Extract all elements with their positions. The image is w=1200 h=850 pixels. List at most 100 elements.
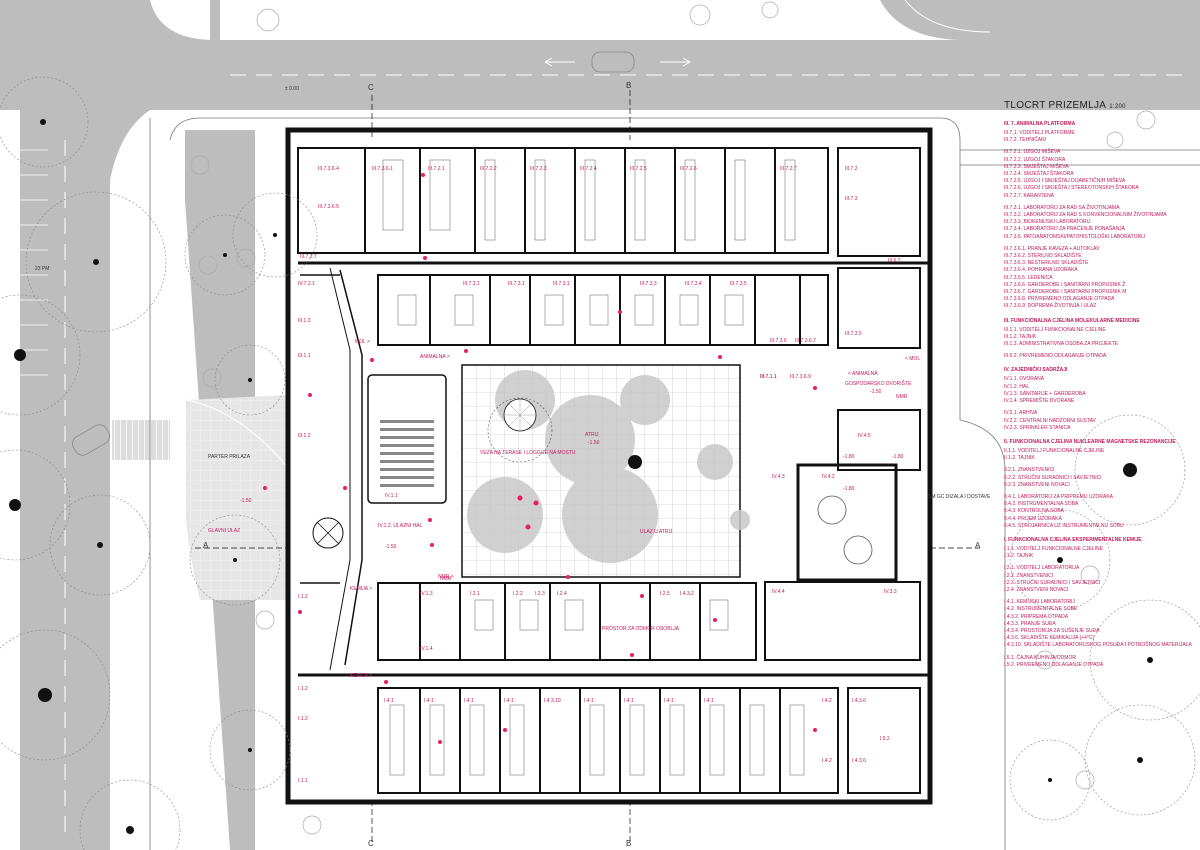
room-label: III.6.2	[888, 258, 901, 264]
legend-item: I.2.2. ZNANSTVENICI	[1004, 572, 1054, 579]
level-label: ± 0.00	[285, 86, 299, 92]
auditorium-seats	[380, 420, 434, 487]
room-label: III.7.2.4	[580, 166, 597, 172]
shrubs	[190, 1, 1156, 835]
room-label: IV.4.5	[858, 433, 871, 439]
legend-item: I.2.3. STRUČNI SURADNICI I SAVJETNICI	[1004, 579, 1101, 586]
legend-item: I.1.1. VODITELJ FUNKCIONALNE CJELINE	[1004, 545, 1103, 552]
section-a-left: A	[203, 541, 209, 550]
legend-item: III.7.2.4. SMJEŠTAJ ŠTAKORA	[1004, 171, 1074, 178]
room-label: III.7.1.1	[760, 374, 777, 380]
legend-item: I.2.1. VODITELJ LABORATORIJA	[1004, 565, 1080, 572]
room-label: III.7.3.5	[730, 281, 747, 287]
room-label: I.2.2	[513, 591, 523, 597]
site-outline	[149, 117, 1200, 850]
room-label: I.4.2	[822, 758, 832, 764]
room-label: III.7.3.6.7	[795, 338, 816, 344]
entry-plaza-paving	[186, 395, 290, 600]
room-label: I.4.1	[424, 698, 434, 704]
room-label: III.7.3.3	[640, 281, 657, 287]
circ-nmr: NMR >	[438, 574, 454, 580]
section-c-top: C	[368, 83, 374, 92]
legend-item: III.7.3.6.7. GARDEROBE / SANITARNI PROPU…	[1004, 289, 1127, 296]
legend-item: III.1.1. VODITELJ FUNKCIONALNE CJELINE	[1004, 326, 1106, 333]
room-label: III.7.3.1	[463, 281, 480, 287]
parking-count: 23 PM	[35, 266, 49, 272]
legend-item: IV.2.2. CENTRALNI NADZORNI SUSTAV	[1004, 417, 1096, 424]
courtyard-level: -1.50	[870, 389, 882, 395]
nmr-magnets	[817, 495, 873, 565]
room-label: I.1.2	[298, 594, 308, 600]
legend-item: III.7.3.3. BIOKEMIJSKI LABORATORIJ	[1004, 219, 1091, 226]
legend-item: III.7.2.1. UZGOJ MIŠEVA	[1004, 149, 1061, 156]
legend-item: III.7.3.6.9. DOPREMA ŽIVOTINJA / ULAZ	[1004, 303, 1097, 310]
main-entry-label: GLAVNI ULAZ	[208, 528, 240, 534]
room-label: III.7.3	[845, 196, 858, 202]
tree-trunks	[9, 119, 1153, 834]
legend-item: III.7.2. TEHNIČARI	[1004, 137, 1047, 144]
room-label: III.7.3.4	[685, 281, 702, 287]
room-label: III.7.3.6	[770, 338, 787, 344]
legend-item: III.7.2.2. UZGOJ ŠTAKORA	[1004, 156, 1066, 163]
legend-item: III.7.2.5. UZGOJ I SMJEŠTAJ DIJABETIČNIH…	[1004, 178, 1126, 185]
legend-item: III.7.3.6.2. STERILNO SKLADIŠTE	[1004, 253, 1082, 260]
room-label: III.7.2.3	[530, 166, 547, 172]
room-label: III.7.3.6.5	[318, 204, 339, 210]
room-label: III.7.3.6.4	[318, 166, 339, 172]
circ-kemija: KEMIJA >	[350, 586, 372, 592]
legend-item: III.7.3.6.3. NESTERILNO SKLADIŠTE	[1004, 260, 1089, 267]
legend-item: IV.1.3. SANITARIJE + GARDEROBA	[1004, 390, 1086, 397]
room-label: I.2.3	[535, 591, 545, 597]
legend-item: III.1.3. ADMINISTRATIVNA OSOBA ZA PROJEK…	[1004, 341, 1119, 348]
room-label: IV.1.4	[420, 646, 433, 652]
legend-item: I.5.1. ČAJNA KUHINJA/ODMOR	[1004, 654, 1076, 661]
legend-item: II.1.2. TAJNIK	[1004, 455, 1035, 462]
room-label: I.2.1	[470, 591, 480, 597]
nmr-top: NMR	[896, 394, 908, 400]
atrium-level: -1.50	[588, 440, 600, 446]
atrium-entry-label: ULAZ U ATRIJ	[640, 529, 673, 535]
legend-item: III.7.3.6.6. GARDEROBE / SANITARNI PROPU…	[1004, 281, 1126, 288]
legend-item: III.7.3.2. LABORATORIJ ZA RAD S KONVENCI…	[1004, 212, 1167, 219]
room-label: IV.7.2.1	[298, 281, 315, 287]
lab-benches	[382, 159, 805, 776]
room-label: IV.3.3	[884, 589, 897, 595]
legend-item: II.2.3. ZNANSTVENI NOVACI	[1004, 481, 1070, 488]
room-label: I.5.2	[880, 736, 890, 742]
legend-item: I.4.1. KEMIJSKI LABORATORIJ	[1004, 599, 1075, 606]
legend-item: I.4.3.2. PRIPREMA OTPADA	[1004, 613, 1069, 620]
room-label: III.1.2	[298, 433, 311, 439]
legend-item: IV.1.4. SPREMIŠTE DVORANE	[1004, 398, 1075, 405]
legend-item: I.4.3.6. SKLADIŠTE KEMIKALIJA (+4°C)	[1004, 635, 1095, 642]
legend-item: III.7.3.5. PATOANATOMSKI/PATOHISTOLOŠKI …	[1004, 233, 1145, 240]
level-b: -1.80	[892, 454, 904, 460]
room-label: IV.4.2	[822, 474, 835, 480]
legend-item: III.7.2.6. UZGOJ I SMJEŠTAJ STEREOTONSKI…	[1004, 185, 1139, 192]
room-label: III.7.2.6	[680, 166, 697, 172]
room-labels: III.7.2.1 III.7.2.2 III.7.2.3 III.7.2.4 …	[298, 166, 901, 784]
room-label: III.7.2.7	[780, 166, 797, 172]
legend-group-heading: I. FUNKCIONALNA CJELINA EKSPERIMENTALNE …	[1004, 536, 1142, 543]
legend-item: III.7.1. VODITELJ PLATFORME	[1004, 130, 1075, 136]
tree-canopies	[0, 76, 1200, 850]
legend-item: III.6.2. PRIVREMENO ODLAGANJE OTPADA	[1004, 353, 1107, 360]
room-label: I.4.3.6	[852, 758, 866, 764]
room-label: III.7.3.5	[845, 331, 862, 337]
room-label: I.4.1	[584, 698, 594, 704]
room-label: I.1.1	[298, 778, 308, 784]
room-label: III.7.2	[845, 166, 858, 172]
room-label: I.4.3.10	[544, 698, 561, 704]
legend-item: III.1.2. TAJNIK	[1004, 333, 1037, 340]
room-label: III.7.3.1	[508, 281, 525, 287]
legend-group-heading: IV. ZAJEDNIČKI SADRŽAJI	[1004, 367, 1068, 374]
room-label: I.4.2	[822, 698, 832, 704]
room-label: III.7.2.5	[630, 166, 647, 172]
room-label: IV.1.3	[420, 591, 433, 597]
lobby-label: IV.1.2. ULAZNI HAL	[378, 523, 422, 529]
plaza-level: -1.50	[240, 498, 252, 504]
legend-item: III.7.2.3. SMJEŠTAJ MIŠEVA	[1004, 163, 1069, 170]
section-c-bottom: C	[368, 839, 374, 848]
